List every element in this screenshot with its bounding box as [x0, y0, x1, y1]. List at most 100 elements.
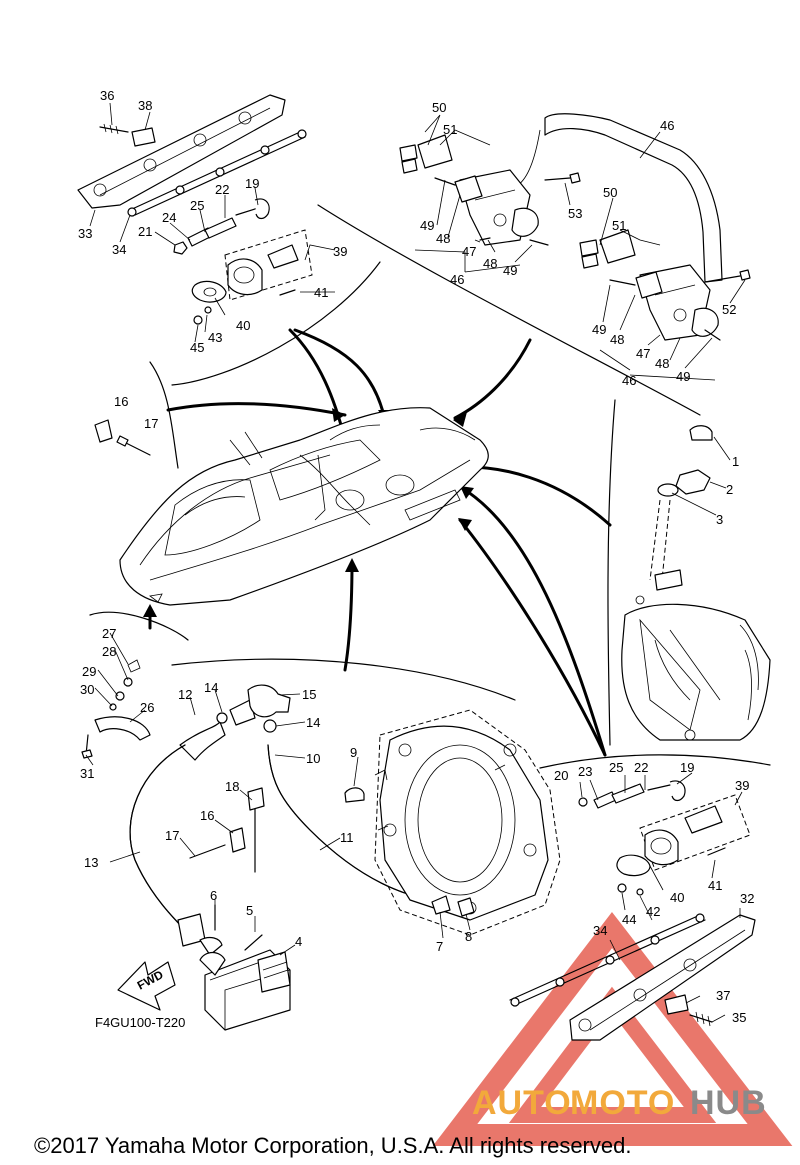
callout-34b: 34 — [593, 923, 607, 938]
mounting-plate — [344, 709, 561, 936]
rail-assembly-top-left — [77, 94, 307, 217]
callout-50b: 50 — [603, 185, 617, 200]
callout-leaders — [85, 102, 746, 1023]
callout-19: 19 — [245, 176, 259, 191]
callout-39b: 39 — [735, 778, 749, 793]
callout-5: 5 — [246, 903, 253, 918]
callout-20: 20 — [554, 768, 568, 783]
callout-21: 21 — [138, 224, 152, 239]
fwd-arrow-icon: FWD — [117, 961, 176, 1011]
callout-24: 24 — [162, 210, 176, 225]
callout-53: 53 — [568, 206, 582, 221]
callout-11: 11 — [340, 830, 354, 845]
watermark-text: AUTO MOTO HUB — [472, 1084, 767, 1122]
callout-51a: 51 — [443, 122, 457, 137]
callout-14b: 14 — [306, 715, 320, 730]
callout-48d: 48 — [655, 356, 669, 371]
callout-46b: 46 — [660, 118, 674, 133]
callout-40b: 40 — [670, 890, 684, 905]
callout-45: 45 — [190, 340, 204, 355]
callout-27: 27 — [102, 626, 116, 641]
bracket-right — [607, 399, 616, 746]
callout-34: 34 — [112, 242, 126, 257]
bracket-top-right — [317, 204, 701, 416]
callout-18: 18 — [225, 779, 239, 794]
callout-17b: 17 — [165, 828, 179, 843]
plug-group-left — [94, 419, 151, 456]
callout-17a: 17 — [144, 416, 158, 431]
callout-19b: 19 — [680, 760, 694, 775]
jet-pump-assembly — [621, 425, 771, 741]
callout-46a: 46 — [450, 272, 464, 287]
callout-15: 15 — [302, 687, 316, 702]
callout-9: 9 — [350, 745, 357, 760]
callout-28: 28 — [102, 644, 116, 659]
callout-16a: 16 — [114, 394, 128, 409]
callout-10: 10 — [306, 751, 320, 766]
leader-arrows — [143, 328, 612, 757]
callout-22: 22 — [215, 182, 229, 197]
watermark-moto: MOTO — [570, 1084, 675, 1122]
hose-routing-left — [81, 659, 431, 1031]
watermark-auto: AUTO — [472, 1084, 572, 1122]
callout-7: 7 — [436, 939, 443, 954]
callout-50a: 50 — [432, 100, 446, 115]
callout-1: 1 — [732, 454, 739, 469]
callout-41: 41 — [314, 285, 328, 300]
callout-48b: 48 — [483, 256, 497, 271]
callout-39: 39 — [333, 244, 347, 259]
callout-25b: 25 — [609, 760, 623, 775]
callout-38: 38 — [138, 98, 152, 113]
callout-4: 4 — [295, 934, 302, 949]
callout-35: 35 — [732, 1010, 746, 1025]
callout-32: 32 — [740, 891, 754, 906]
bracket-top-left — [171, 261, 381, 386]
callout-6: 6 — [210, 888, 217, 903]
watercraft-hull — [119, 407, 489, 606]
bracket-mid-left — [89, 611, 189, 641]
callout-49a: 49 — [420, 218, 434, 233]
callout-42: 42 — [646, 904, 660, 919]
callout-48c: 48 — [610, 332, 624, 347]
bracket-bottom-left — [171, 658, 516, 701]
bracket-bottom-right — [539, 754, 771, 769]
callout-8: 8 — [465, 929, 472, 944]
callout-51b: 51 — [612, 218, 626, 233]
callout-33: 33 — [78, 226, 92, 241]
hardware-bottom-right — [509, 780, 756, 1041]
callout-49b: 49 — [503, 263, 517, 278]
diagram-code: F4GU100-T220 — [95, 1015, 185, 1030]
callout-37: 37 — [716, 988, 730, 1003]
watermark-logo — [432, 911, 793, 1146]
callout-47a: 47 — [462, 244, 476, 259]
callout-31: 31 — [80, 766, 94, 781]
callout-22b: 22 — [634, 760, 648, 775]
callout-49c: 49 — [592, 322, 606, 337]
callout-25: 25 — [190, 198, 204, 213]
callout-48a: 48 — [436, 231, 450, 246]
callout-16b: 16 — [200, 808, 214, 823]
watermark-hub: HUB — [690, 1084, 767, 1122]
callout-40: 40 — [236, 318, 250, 333]
callout-46c: 46 — [622, 373, 636, 388]
callout-44: 44 — [622, 912, 636, 927]
bracket-left — [149, 361, 179, 469]
callout-43: 43 — [208, 330, 222, 345]
callout-30: 30 — [80, 682, 94, 697]
callout-41b: 41 — [708, 878, 722, 893]
callout-26: 26 — [140, 700, 154, 715]
hardware-top-left — [173, 198, 313, 325]
callout-13: 13 — [84, 855, 98, 870]
callout-14a: 14 — [204, 680, 218, 695]
callout-36: 36 — [100, 88, 114, 103]
callout-29: 29 — [82, 664, 96, 679]
callout-47b: 47 — [636, 346, 650, 361]
callout-52: 52 — [722, 302, 736, 317]
callout-23: 23 — [578, 764, 592, 779]
callout-49d: 49 — [676, 369, 690, 384]
copyright-notice: ©2017 Yamaha Motor Corporation, U.S.A. A… — [34, 1133, 631, 1158]
grab-handle-assembly — [399, 113, 751, 341]
callout-2: 2 — [726, 482, 733, 497]
callout-12: 12 — [178, 687, 192, 702]
